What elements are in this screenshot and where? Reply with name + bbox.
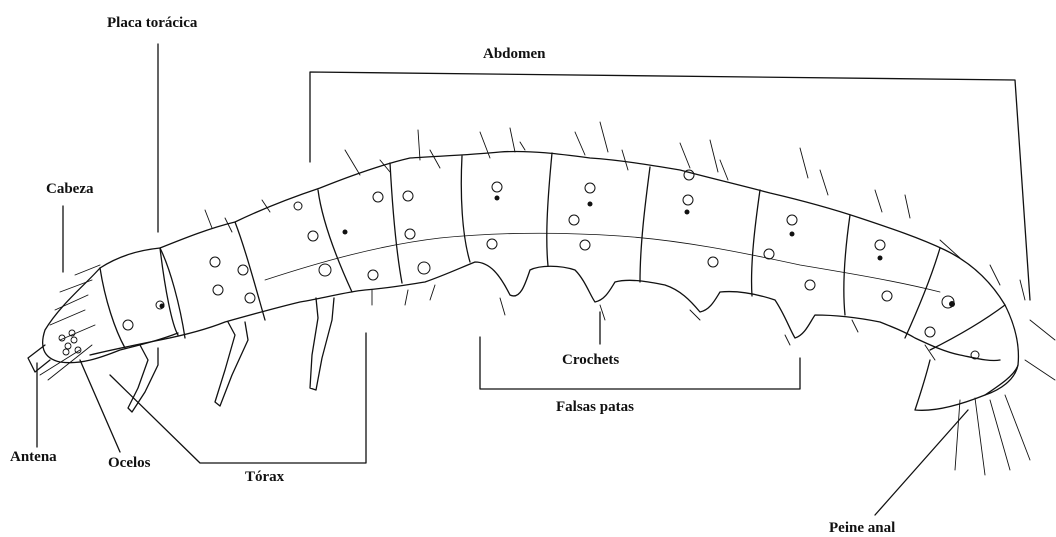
anal-segment bbox=[915, 360, 1018, 410]
segment-divider bbox=[390, 163, 402, 283]
pinacula bbox=[123, 170, 979, 359]
label-crochets: Crochets bbox=[562, 353, 619, 368]
segment-divider bbox=[547, 153, 552, 266]
thoracic-leg-3 bbox=[310, 298, 334, 390]
antenna-shape bbox=[28, 345, 50, 372]
segment-divider bbox=[235, 222, 265, 320]
segment-divider bbox=[640, 167, 650, 282]
torax-bracket bbox=[110, 333, 366, 463]
segment-divider bbox=[461, 156, 470, 262]
label-falsas-patas: Falsas patas bbox=[556, 400, 634, 415]
spiracles bbox=[160, 196, 956, 309]
peine-anal-leader bbox=[875, 410, 968, 515]
label-antena: Antena bbox=[10, 450, 57, 465]
segment-divider bbox=[905, 248, 940, 338]
lateral-line bbox=[265, 233, 940, 292]
ocelos-leader bbox=[80, 360, 120, 452]
label-torax: Tórax bbox=[245, 470, 284, 485]
thoracic-leg-1 bbox=[128, 345, 158, 412]
body-ventral-outline bbox=[90, 262, 1000, 361]
segment-divider bbox=[930, 305, 1005, 350]
segment-divider bbox=[844, 215, 850, 315]
segment-divider bbox=[752, 190, 760, 296]
falsas-patas-bracket bbox=[480, 337, 800, 389]
label-abdomen: Abdomen bbox=[483, 47, 546, 62]
setae bbox=[40, 122, 1055, 475]
label-ocelos: Ocelos bbox=[108, 456, 151, 471]
label-placa-toracica: Placa torácica bbox=[107, 16, 197, 31]
label-cabeza: Cabeza bbox=[46, 182, 94, 197]
body-dorsal-outline bbox=[100, 151, 1018, 395]
thoracic-leg-2 bbox=[215, 322, 248, 406]
segment-divider bbox=[318, 190, 352, 292]
label-peine-anal: Peine anal bbox=[829, 521, 895, 536]
segment-divider bbox=[160, 248, 185, 338]
